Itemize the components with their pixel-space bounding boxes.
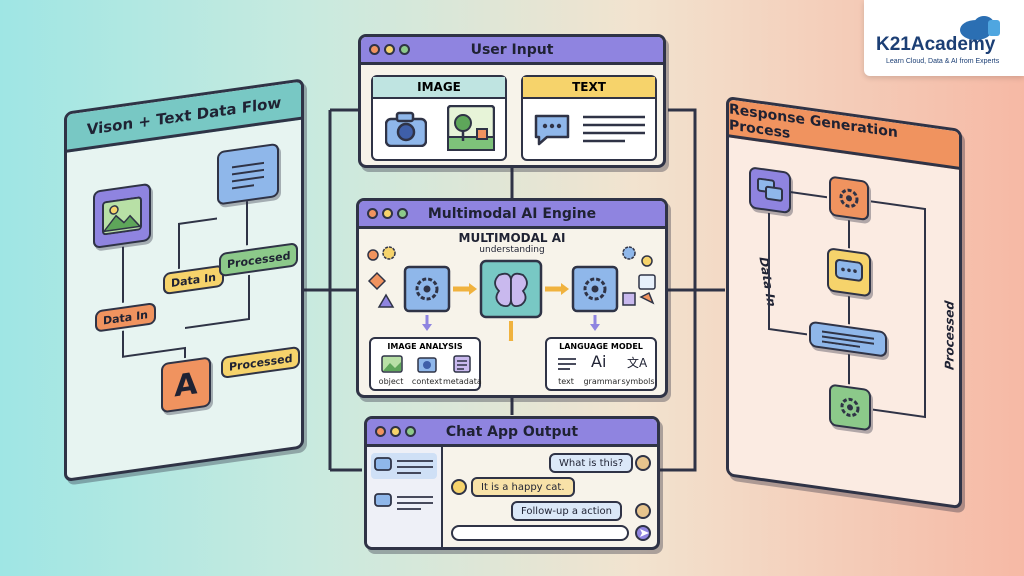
response-panel: Response Generation Process: [726, 96, 962, 510]
minimize-dot-icon[interactable]: [390, 426, 401, 437]
chat-title: Chat App Output: [445, 423, 579, 440]
response-gear-tile-2: [829, 383, 871, 432]
send-button[interactable]: [635, 525, 651, 541]
image-analysis-card: IMAGE ANALYSIS object context metadata: [369, 337, 482, 391]
message-tile: [217, 142, 279, 206]
picture-tile: [93, 182, 151, 249]
text-input-header: TEXT: [523, 77, 655, 99]
response-gear-tile-1: [829, 175, 869, 222]
symbols-glyph: 文A: [627, 356, 648, 370]
picture-icon: [102, 196, 142, 236]
chat-bubble-icon: [534, 114, 570, 146]
response-flow-arrows: [768, 191, 926, 419]
object-icon: [381, 355, 403, 373]
vision-flow-window: Vison + Text Data Flow Data In Processed…: [64, 78, 304, 482]
engine-titlebar: Multimodal AI Engine: [359, 201, 665, 229]
image-input-card[interactable]: IMAGE: [371, 75, 507, 161]
gear-icon: [839, 188, 859, 208]
chat-message-3: Follow-up a action: [511, 501, 622, 521]
text-label: text: [558, 377, 574, 386]
image-input-header: IMAGE: [373, 77, 505, 99]
engine-title: Multimodal AI Engine: [427, 205, 597, 222]
gear-icon: [840, 397, 860, 418]
engine-window: Multimodal AI Engine MULTIMODAL AI under…: [356, 198, 668, 398]
close-dot-icon[interactable]: [369, 44, 380, 55]
brand-name: K21Academy: [876, 34, 996, 55]
response-bubble-tile: [827, 247, 871, 298]
picture-icon: [447, 105, 495, 151]
send-icon: [640, 529, 649, 537]
minimize-dot-icon[interactable]: [384, 44, 395, 55]
user-input-titlebar: User Input: [361, 37, 663, 65]
grammar-glyph: Ai: [591, 352, 607, 371]
maximize-dot-icon[interactable]: [405, 426, 416, 437]
language-model-card: LANGUAGE MODEL Ai 文A text grammar symbol…: [545, 337, 657, 391]
image-analysis-label: IMAGE ANALYSIS: [387, 342, 463, 351]
text-lines-icon: [822, 330, 874, 348]
text-input-card[interactable]: TEXT: [521, 75, 657, 161]
engine-diagram: [367, 246, 656, 341]
user-avatar-icon: [635, 503, 651, 519]
response-chat-tile: [749, 166, 791, 215]
engine-heading: MULTIMODAL AI: [458, 231, 566, 245]
context-label: context: [411, 377, 443, 386]
chat-icon: [374, 457, 433, 474]
user-avatar-icon: [635, 455, 651, 471]
text-lines-icon: [558, 358, 576, 370]
minimize-dot-icon[interactable]: [382, 208, 393, 219]
chat-titlebar: Chat App Output: [367, 419, 657, 447]
grammar-label: grammar: [583, 377, 621, 386]
chat-input[interactable]: [451, 525, 629, 541]
chat-message-2: It is a happy cat.: [471, 477, 575, 497]
speech-bubble-icon: [835, 258, 863, 282]
chat-thread-item-2[interactable]: [371, 489, 437, 515]
brand-tagline: Learn Cloud, Data & AI from Experts: [886, 58, 1000, 65]
response-text-bar: [809, 320, 887, 358]
context-icon: [417, 357, 437, 373]
chat-icon: [757, 177, 783, 202]
message-lines-icon: [232, 161, 264, 190]
symbols-label: symbols: [621, 377, 655, 386]
window-controls: [367, 208, 408, 219]
text-lines-icon: [583, 115, 645, 143]
response-window: Response Generation Process: [726, 96, 962, 510]
maximize-dot-icon[interactable]: [397, 208, 408, 219]
camera-icon: [385, 111, 427, 147]
processor-chip-1: [403, 265, 451, 313]
cat-avatar-icon: [451, 479, 467, 495]
window-controls: [375, 426, 416, 437]
chat-sidebar: [367, 447, 443, 547]
close-dot-icon[interactable]: [375, 426, 386, 437]
metadata-icon: [453, 355, 471, 373]
chat-icon: [374, 493, 433, 510]
maximize-dot-icon[interactable]: [399, 44, 410, 55]
user-input-title: User Input: [470, 41, 554, 58]
metadata-label: metadata: [443, 377, 482, 386]
object-label: object: [378, 377, 404, 386]
window-controls: [369, 44, 410, 55]
chat-message-1: What is this?: [549, 453, 634, 473]
processor-chip-2: [571, 265, 619, 313]
brand-card: K21Academy Learn Cloud, Data & AI from E…: [864, 0, 1024, 76]
language-model-label: LANGUAGE MODEL: [559, 342, 643, 351]
chat-window: Chat App Output What is this? It is a ha…: [364, 416, 660, 550]
vision-flow-panel: Vison + Text Data Flow Data In Processed…: [64, 78, 304, 482]
engine-subheading: understanding: [479, 245, 545, 255]
close-dot-icon[interactable]: [367, 208, 378, 219]
vision-flow-arrows: [122, 201, 250, 359]
cloud-database-icon: [960, 16, 1000, 40]
user-input-window: User Input IMAGE TEXT: [358, 34, 666, 168]
chat-thread-item-1[interactable]: [371, 453, 437, 479]
brain-chip: [479, 259, 543, 319]
